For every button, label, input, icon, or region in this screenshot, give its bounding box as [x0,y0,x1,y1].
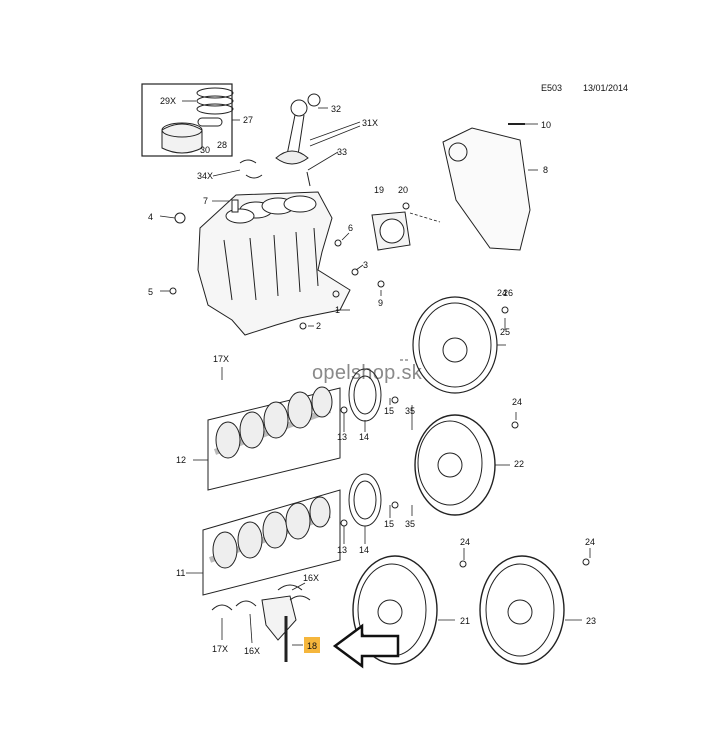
callout-11: 11 [176,568,185,578]
pointer-arrow [332,623,400,669]
callout-18-highlighted[interactable]: 18 [307,641,317,651]
callout-24-b: 24 [460,537,470,547]
rear-seal [371,202,411,251]
callout-27: 27 [243,115,253,125]
callout-15-upper: 15 [384,406,394,416]
crank-ring-upper [340,368,399,422]
leader-lines [159,100,591,646]
watermark: opelshop.sk [312,362,423,384]
callout-33: 33 [337,147,347,157]
callout-19: 19 [374,185,384,195]
callout-34x: 34X [197,171,213,181]
piston-kit-box [141,83,234,157]
callout-29x: 29X [160,96,176,106]
bearing-shells [239,159,263,179]
crankshaft-box-12 [207,386,341,491]
callout-4: 4 [148,212,153,222]
callout-16x-lower: 16X [244,646,260,656]
callout-26: 26 [503,288,513,298]
callout-24-c: 24 [585,537,595,547]
callout-8: 8 [543,165,548,175]
callout-35-upper: 35 [405,406,415,416]
block-fasteners [169,212,385,330]
callout-9: 9 [378,298,383,308]
highlight-box [304,637,320,653]
flywheel-23 [479,555,590,665]
callout-31x: 31X [362,118,378,128]
callout-12: 12 [176,455,186,465]
connecting-rod [275,93,321,187]
engine-block [197,191,351,336]
cover-plate [442,123,531,251]
callout-2: 2 [316,321,321,331]
callout-32: 32 [331,104,341,114]
callout-7: 7 [203,196,208,206]
callout-22: 22 [514,459,524,469]
callout-20: 20 [398,185,408,195]
callout-10: 10 [541,120,551,130]
callout-17x-upper: 17X [213,354,229,364]
callout-5: 5 [148,287,153,297]
callout-14-upper: 14 [359,432,369,442]
callout-35-lower: 35 [405,519,415,529]
callout-28: 28 [217,140,227,150]
callout-17x-lower: 17X [212,644,228,654]
callout-23: 23 [586,616,596,626]
callout-6: 6 [348,223,353,233]
callout-24-a: 24 [512,397,522,407]
callout-16x-upper: 16X [303,573,319,583]
diagram-code: E503 [541,83,563,93]
callout-1: 1 [335,305,340,315]
diagram-date: 13/01/2014 [583,83,629,93]
crankshaft-box-11 [202,489,341,596]
callout-24-d: 24 [497,288,507,298]
thrust-bearings [211,584,311,641]
callout-15-lower: 15 [384,519,394,529]
flexplate [412,296,509,394]
callout-21: 21 [460,616,470,626]
callout-13-lower: 13 [337,545,347,555]
callout-3: 3 [363,260,368,270]
callout-30: 30 [200,145,210,155]
callout-13-upper: 13 [337,432,347,442]
callout-25: 25 [500,327,510,337]
callout-14-lower: 14 [359,545,369,555]
